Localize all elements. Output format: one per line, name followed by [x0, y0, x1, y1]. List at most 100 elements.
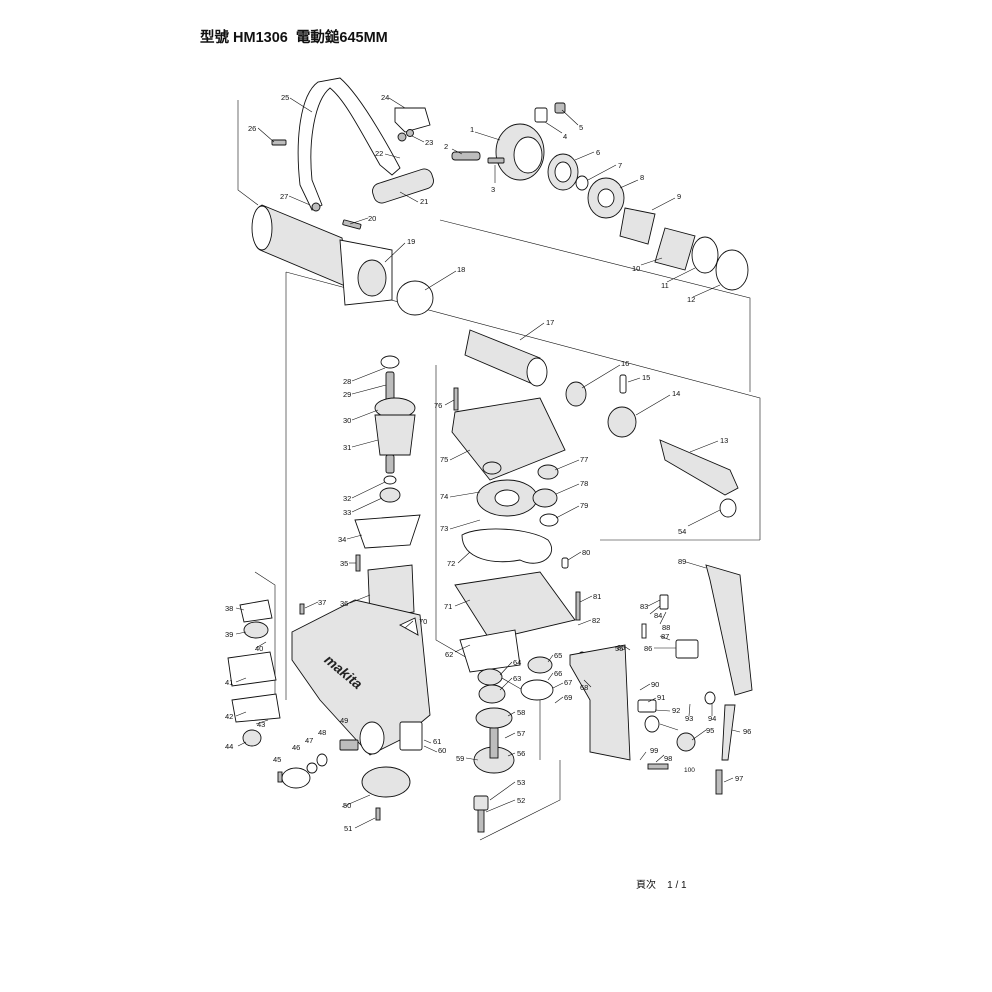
part-label-55: 55 — [615, 644, 623, 653]
part-label-27: 27 — [280, 192, 288, 201]
lower-parts — [459, 629, 586, 833]
part-label-45: 45 — [273, 755, 281, 764]
part-label-28: 28 — [343, 377, 351, 386]
part-label-1: 1 — [470, 125, 474, 134]
part-label-84: 84 — [654, 611, 662, 620]
page-label: 頁次 — [636, 880, 656, 891]
part-label-70: 70 — [419, 617, 427, 626]
part-label-57: 57 — [517, 729, 525, 738]
part-label-91: 91 — [657, 693, 665, 702]
part-label-19: 19 — [407, 237, 415, 246]
part-label-24: 24 — [381, 93, 389, 102]
handle-switch-parts — [569, 564, 753, 795]
part-label-62: 62 — [445, 650, 453, 659]
diagram-title: 型號 HM1306 電動鎚645MM — [200, 30, 388, 46]
part-label-25: 25 — [281, 93, 289, 102]
part-label-47: 47 — [305, 736, 313, 745]
part-label-15: 15 — [642, 373, 650, 382]
part-label-54: 54 — [678, 527, 686, 536]
section-frames — [237, 100, 761, 841]
tool-holder-parts — [451, 102, 749, 291]
part-label-85: 85 — [617, 643, 625, 652]
main-housing-part: makita — [291, 599, 431, 756]
part-label-35: 35 — [340, 559, 348, 568]
part-label-40: 40 — [255, 644, 263, 653]
part-label-32: 32 — [343, 494, 351, 503]
part-label-4: 4 — [563, 132, 567, 141]
part-label-38: 38 — [225, 604, 233, 613]
part-label-66: 66 — [554, 669, 562, 678]
part-label-16: 16 — [621, 359, 629, 368]
part-label-17: 17 — [546, 318, 554, 327]
part-label-72: 72 — [447, 559, 455, 568]
part-label-49: 49 — [340, 716, 348, 725]
part-label-8: 8 — [640, 173, 644, 182]
part-number-labels: 1 2 3 4 5 6 7 8 9 10 11 12 13 14 15 16 1… — [225, 93, 751, 833]
part-label-78: 78 — [580, 479, 588, 488]
part-label-51: 51 — [344, 824, 352, 833]
part-label-53: 53 — [517, 778, 525, 787]
part-label-43: 43 — [257, 720, 265, 729]
part-label-36: 36 — [340, 599, 348, 608]
part-label-26: 26 — [248, 124, 256, 133]
armature-parts — [354, 355, 421, 619]
part-label-44: 44 — [225, 742, 233, 751]
part-label-77: 77 — [580, 455, 588, 464]
part-label-30: 30 — [343, 416, 351, 425]
part-label-13: 13 — [720, 436, 728, 445]
side-handle-part — [271, 77, 434, 212]
part-label-87: 87 — [661, 632, 669, 641]
part-label-86: 86 — [644, 644, 652, 653]
part-label-41: 41 — [225, 678, 233, 687]
part-label-88: 88 — [662, 623, 670, 632]
part-label-9: 9 — [677, 192, 681, 201]
part-label-61: 61 — [433, 737, 441, 746]
part-label-96: 96 — [743, 727, 751, 736]
part-label-10: 10 — [632, 264, 640, 273]
gear-parts — [451, 387, 581, 641]
part-label-76: 76 — [434, 401, 442, 410]
part-label-65: 65 — [554, 651, 562, 660]
part-label-31: 31 — [343, 443, 351, 452]
part-label-99: 99 — [650, 746, 658, 755]
part-label-83: 83 — [640, 602, 648, 611]
part-label-80: 80 — [582, 548, 590, 557]
part-label-79: 79 — [580, 501, 588, 510]
part-label-34: 34 — [338, 535, 346, 544]
part-label-48: 48 — [318, 728, 326, 737]
part-label-29: 29 — [343, 390, 351, 399]
part-label-73: 73 — [440, 524, 448, 533]
part-label-89: 89 — [678, 557, 686, 566]
part-label-60: 60 — [438, 746, 446, 755]
part-label-69: 69 — [564, 693, 572, 702]
part-label-23: 23 — [425, 138, 433, 147]
part-label-14: 14 — [672, 389, 680, 398]
part-label-67: 67 — [564, 678, 572, 687]
part-label-3: 3 — [491, 185, 495, 194]
part-label-97: 97 — [735, 774, 743, 783]
part-label-33: 33 — [343, 508, 351, 517]
part-label-5: 5 — [579, 123, 583, 132]
part-label-90: 90 — [651, 680, 659, 689]
part-label-52: 52 — [517, 796, 525, 805]
part-label-42: 42 — [225, 712, 233, 721]
part-label-21: 21 — [420, 197, 428, 206]
part-label-46: 46 — [292, 743, 300, 752]
part-label-74: 74 — [440, 492, 448, 501]
part-label-50: 50 — [343, 801, 351, 810]
part-label-2: 2 — [444, 142, 448, 151]
side-cover-parts — [227, 599, 411, 821]
part-label-94: 94 — [708, 714, 716, 723]
leader-lines — [235, 97, 741, 829]
cylinder-parts — [464, 329, 739, 518]
part-label-37: 37 — [318, 598, 326, 607]
part-label-75: 75 — [440, 455, 448, 464]
part-label-64: 64 — [513, 658, 521, 667]
part-label-81: 81 — [593, 592, 601, 601]
page-indicator: 頁次 1 / 1 — [636, 876, 687, 891]
part-label-100: 100 — [684, 767, 695, 774]
part-label-12: 12 — [687, 295, 695, 304]
part-label-58: 58 — [517, 708, 525, 717]
part-label-59: 59 — [456, 754, 464, 763]
part-label-7: 7 — [618, 161, 622, 170]
